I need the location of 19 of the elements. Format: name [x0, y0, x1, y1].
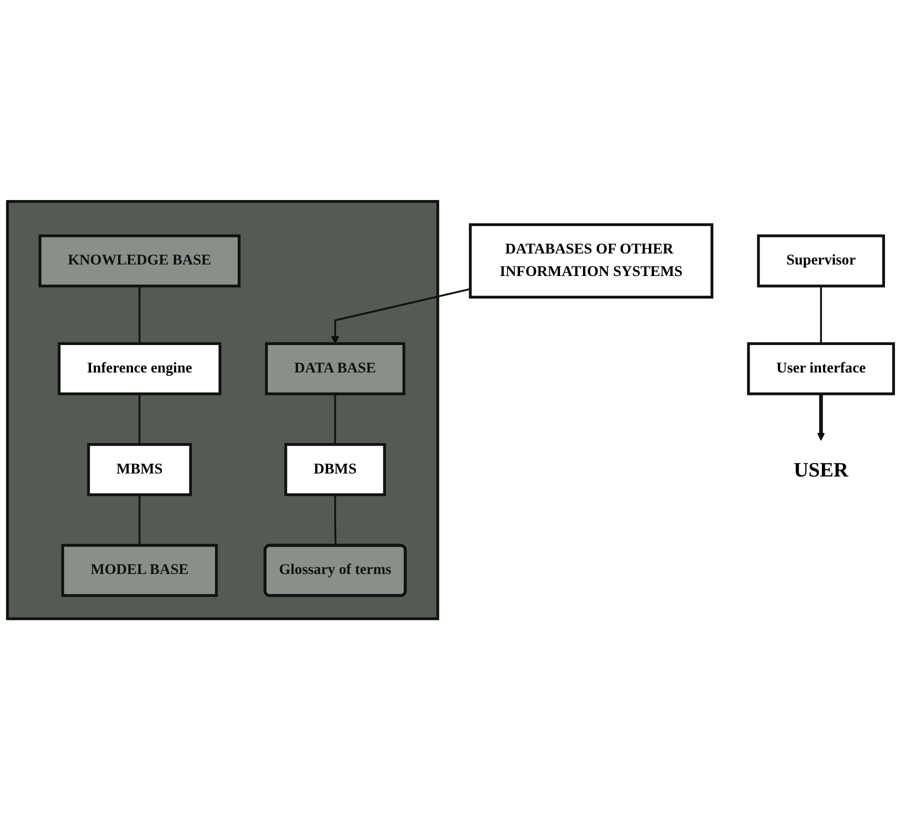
arrow — [816, 394, 826, 442]
node-box: MODEL BASE — [61, 544, 218, 598]
connector — [138, 286, 140, 344]
node-box: Inference engine — [58, 342, 222, 396]
cluster — [6, 200, 440, 621]
connector — [138, 495, 140, 546]
node-box: Supervisor — [757, 234, 885, 288]
node-box: KNOWLEDGE BASE — [38, 234, 241, 288]
arrow — [331, 288, 471, 344]
connector — [334, 394, 336, 445]
connector — [820, 286, 822, 344]
node-box: DATABASES OF OTHER INFORMATION SYSTEMS — [468, 224, 714, 299]
node-box: User interface — [747, 342, 895, 396]
node-box: DATA BASE — [265, 342, 406, 396]
connector — [334, 495, 337, 546]
connector — [138, 394, 140, 445]
node-text: USER — [794, 458, 848, 482]
node-box: MBMS — [87, 444, 192, 496]
node-box: DBMS — [284, 444, 386, 496]
